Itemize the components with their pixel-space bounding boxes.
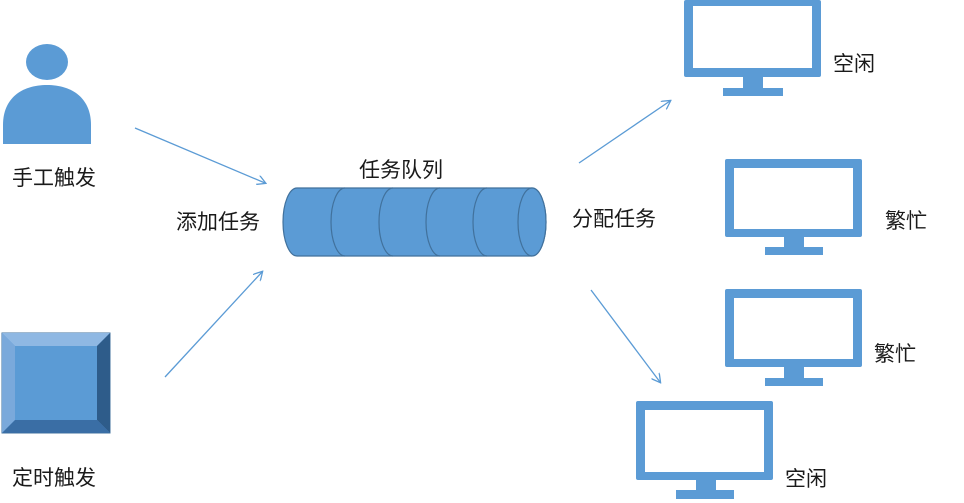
queue-slot-divider: [330, 187, 346, 257]
monitor-icon: [725, 289, 862, 386]
worker-status-label: 空闲: [833, 52, 875, 76]
queue-slot-divider: [425, 187, 441, 257]
arrows: [134, 101, 670, 382]
monitor-icon: [636, 401, 773, 499]
worker-status-label: 空闲: [785, 467, 827, 491]
timer-trigger-label: 定时触发: [12, 466, 96, 490]
monitor-icon: [725, 159, 862, 255]
task-queue-label: 任务队列: [359, 158, 443, 182]
arrow-manual-to-queue: [134, 127, 265, 183]
dispatch-task-label: 分配任务: [572, 207, 656, 231]
arrow-queue-to-worker-4: [590, 289, 660, 382]
user-icon: [3, 44, 91, 144]
arrow-timer-to-queue: [164, 272, 262, 378]
timer-block-icon: [1, 332, 111, 434]
worker-status-label: 繁忙: [885, 209, 927, 233]
queue-slot-divider: [472, 187, 488, 257]
manual-trigger-label: 手工触发: [12, 166, 96, 190]
worker-status-label: 繁忙: [874, 342, 916, 366]
monitor-icon: [684, 0, 821, 96]
arrow-queue-to-worker-1: [578, 101, 670, 164]
queue-slot-divider: [378, 187, 394, 257]
add-task-label: 添加任务: [176, 210, 260, 234]
queue-cylinder-icon: [282, 187, 547, 257]
